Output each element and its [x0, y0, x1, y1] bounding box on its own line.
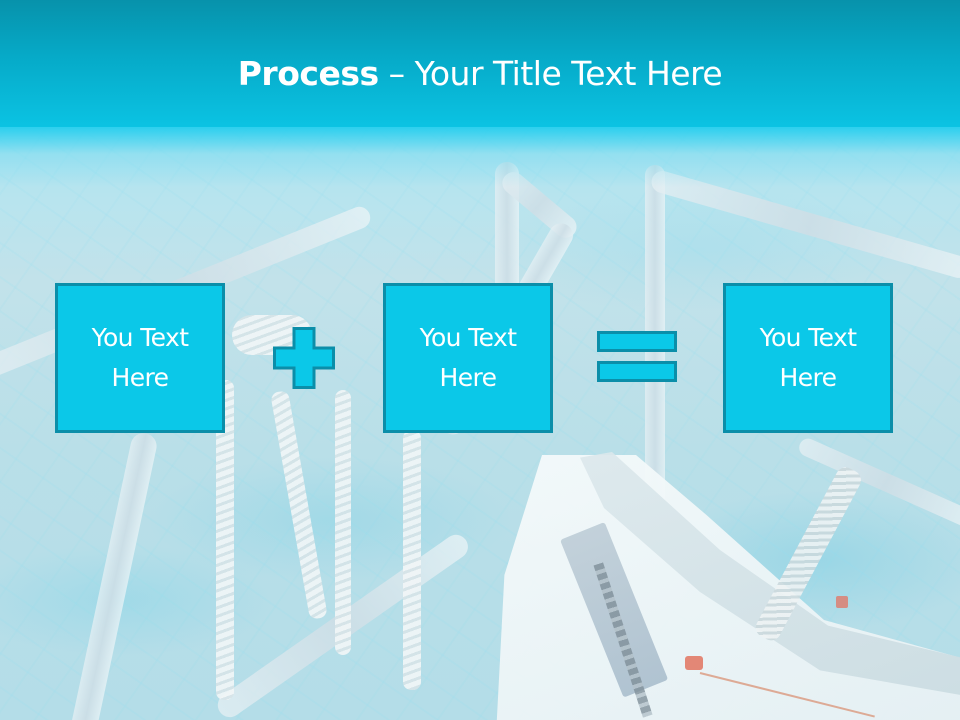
title-band-glow [0, 127, 960, 187]
rope-1 [216, 380, 234, 700]
process-box-3[interactable]: You Text Here [723, 283, 893, 433]
process-box-2[interactable]: You Text Here [383, 283, 553, 433]
process-box-3-line1: You Text [759, 323, 857, 352]
title-separator: – [378, 54, 415, 93]
equals-icon[interactable] [597, 331, 677, 383]
process-box-1[interactable]: You Text Here [55, 283, 225, 433]
plus-icon-shape [273, 327, 335, 389]
rope-red-mark [836, 596, 848, 608]
equals-bar-bottom [597, 361, 677, 382]
rope-3 [335, 390, 351, 655]
slide-title[interactable]: Process – Your Title Text Here [0, 52, 960, 96]
title-text: Your Title Text Here [414, 54, 723, 93]
title-band [0, 0, 960, 127]
title-bold: Process [237, 54, 379, 93]
red-clip [685, 656, 703, 670]
process-box-1-line2: Here [111, 363, 169, 392]
rope-4 [403, 430, 421, 690]
process-box-3-line2: Here [779, 363, 837, 392]
process-box-2-line2: Here [439, 363, 497, 392]
equals-bar-top [597, 331, 677, 352]
process-box-2-line1: You Text [419, 323, 517, 352]
process-box-1-line1: You Text [91, 323, 189, 352]
plus-icon[interactable] [273, 327, 335, 389]
